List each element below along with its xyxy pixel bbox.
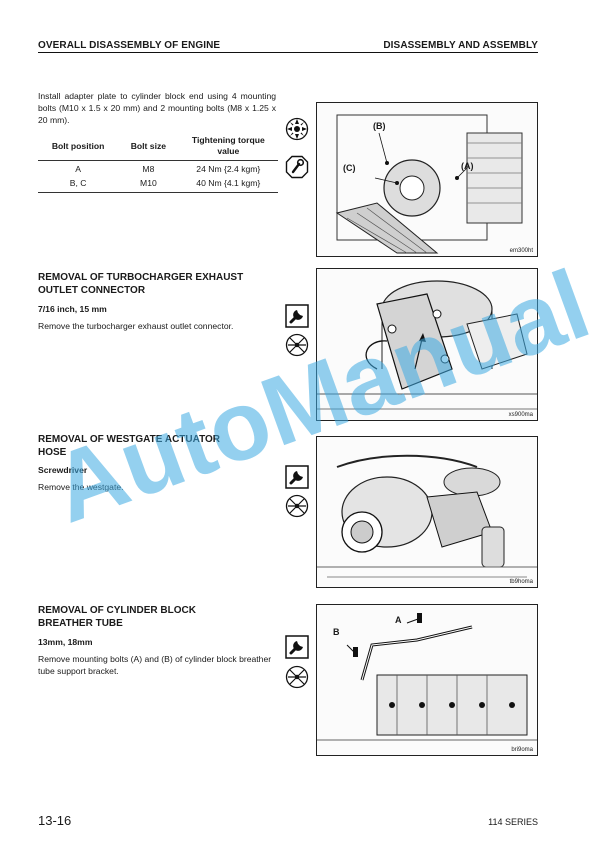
tool-size: 7/16 inch, 15 mm bbox=[38, 304, 107, 314]
table-header: Bolt position bbox=[38, 134, 119, 161]
intro-paragraph: Install adapter plate to cylinder block … bbox=[38, 91, 276, 126]
remove-icon bbox=[285, 333, 309, 357]
table-cell: A bbox=[75, 164, 81, 174]
series-label: 114 SERIES bbox=[488, 817, 538, 827]
section-title: REMOVAL OF CYLINDER BLOCK BREATHER TUBE bbox=[38, 604, 196, 630]
remove-icon bbox=[285, 494, 309, 518]
table-cell: M10 bbox=[118, 175, 179, 193]
table-header: Bolt size bbox=[118, 134, 179, 161]
figure-code: tb9homa bbox=[509, 579, 533, 585]
section-title-line: REMOVAL OF WESTGATE ACTUATOR bbox=[38, 434, 221, 445]
callout-b: (B) bbox=[373, 121, 386, 131]
header-chapter-title: DISASSEMBLY AND ASSEMBLY bbox=[383, 40, 538, 51]
wrench-icon bbox=[285, 465, 309, 489]
table-header: Tightening torque value bbox=[178, 134, 278, 161]
figure-code: xs900ma bbox=[508, 412, 533, 418]
torque-table: Bolt position Bolt size Tightening torqu… bbox=[38, 134, 278, 193]
callout-b: B bbox=[333, 627, 340, 637]
instruction-text: Remove the turbocharger exhaust outlet c… bbox=[38, 321, 234, 331]
page-number: 13-16 bbox=[38, 813, 72, 828]
instruction-text: Remove mounting bolts (A) and (B) of cyl… bbox=[38, 654, 272, 677]
table-cell: B, C bbox=[38, 175, 119, 193]
table-header-row: Bolt position Bolt size Tightening torqu… bbox=[38, 134, 278, 161]
table-row: B, C M10 40 Nm {4.1 kgm} bbox=[38, 175, 278, 193]
section-title-line: BREATHER TUBE bbox=[38, 618, 123, 629]
table-cell: M8 bbox=[142, 164, 155, 174]
callout-a: (A) bbox=[461, 161, 474, 171]
tool-size: 13mm, 18mm bbox=[38, 637, 93, 647]
header-section-title: OVERALL DISASSEMBLY OF ENGINE bbox=[38, 40, 221, 51]
tool-name: Screwdriver bbox=[38, 465, 88, 475]
figure-breather-tube: B A bri9oma bbox=[316, 604, 538, 756]
section-title: REMOVAL OF WESTGATE ACTUATOR HOSE bbox=[38, 433, 220, 459]
section-title-line: OUTLET CONNECTOR bbox=[38, 285, 146, 296]
table-cell: 24 Nm {2.4 kgm} bbox=[196, 164, 261, 174]
torque-wrench-icon bbox=[285, 155, 309, 179]
header-rule bbox=[38, 52, 538, 53]
section-title-line: REMOVAL OF CYLINDER BLOCK bbox=[38, 605, 196, 616]
table-row: A M8 24 Nm {2.4 kgm} bbox=[38, 161, 278, 176]
instruction-text: Remove the westgate. bbox=[38, 482, 124, 492]
wrench-icon bbox=[285, 635, 309, 659]
figure-adapter-plate: (B) (C) (A) em300ht bbox=[316, 102, 538, 257]
tighten-icon bbox=[285, 117, 309, 141]
remove-icon bbox=[285, 665, 309, 689]
table-cell: 40 Nm {4.1 kgm} bbox=[178, 175, 278, 193]
wrench-icon bbox=[285, 304, 309, 328]
figure-code: bri9oma bbox=[511, 747, 533, 753]
figure-turbo-outlet: xs900ma bbox=[316, 268, 538, 421]
section-title: REMOVAL OF TURBOCHARGER EXHAUST OUTLET C… bbox=[38, 271, 243, 297]
figure-code: em300ht bbox=[509, 248, 533, 254]
figure-westgate: tb9homa bbox=[316, 436, 538, 588]
section-title-line: HOSE bbox=[38, 447, 67, 458]
callout-c: (C) bbox=[343, 163, 356, 173]
callout-a: A bbox=[395, 615, 402, 625]
section-title-line: REMOVAL OF TURBOCHARGER EXHAUST bbox=[38, 272, 244, 283]
